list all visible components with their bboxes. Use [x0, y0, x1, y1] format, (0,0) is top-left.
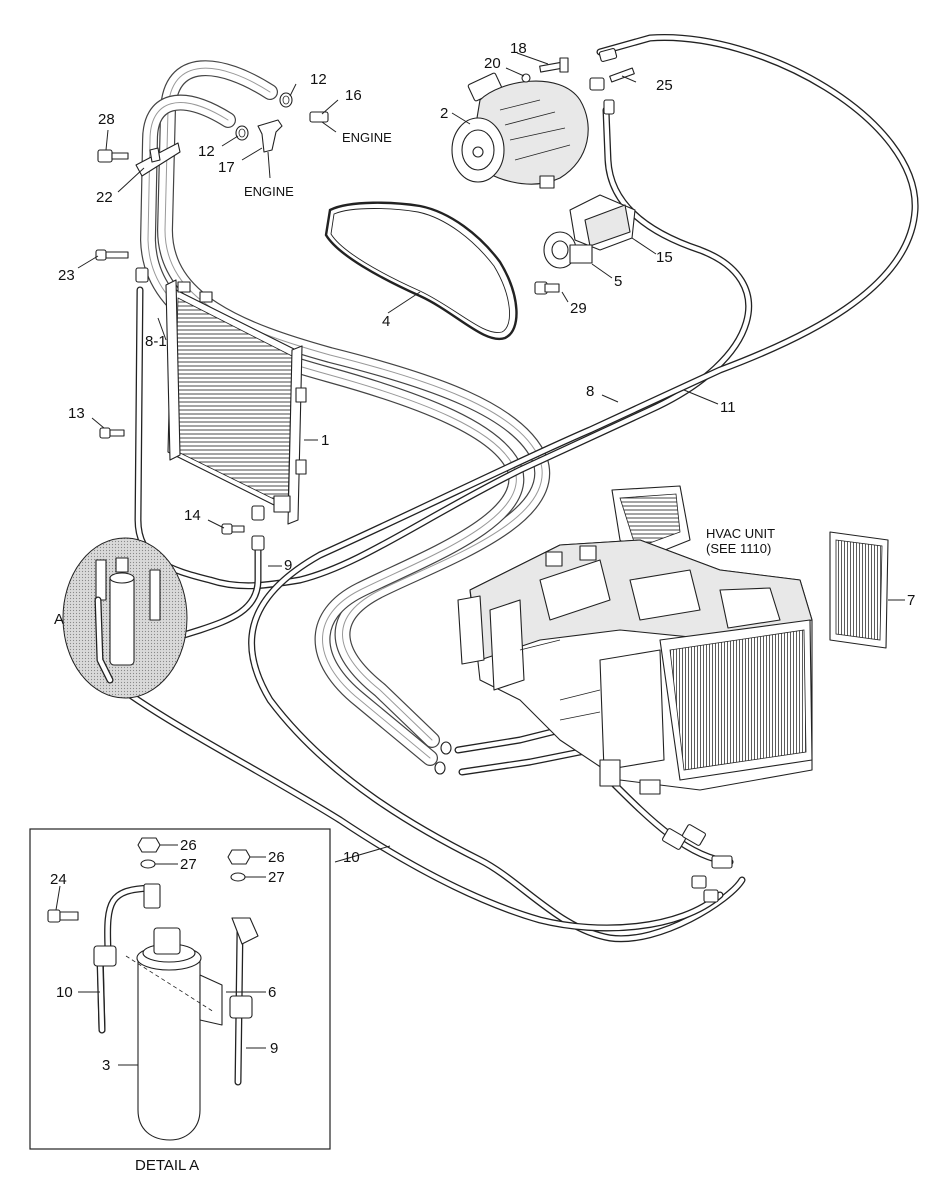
fasteners — [95, 57, 635, 775]
callout-7: 7 — [907, 592, 915, 609]
line-fittings — [135, 47, 733, 903]
bracket — [135, 142, 181, 177]
hvac-unit — [457, 485, 813, 795]
detail-a-callouts: 26 27 26 27 24 10 6 9 3 — [50, 837, 285, 1074]
callouts: 18 20 25 2 12 16 ENGINE 12 17 ENGINE 28 … — [58, 40, 915, 866]
callout-9: 9 — [284, 557, 292, 574]
tensioner-assembly — [543, 194, 636, 269]
callout-25: 25 — [656, 77, 673, 94]
drive-belt — [324, 201, 518, 341]
detail-callout-24: 24 — [50, 871, 67, 888]
callout-22: 22 — [96, 189, 113, 206]
pipe-9 — [164, 536, 262, 644]
compressor — [451, 72, 589, 189]
detail-callout-6: 6 — [268, 984, 276, 1001]
callout-29: 29 — [570, 300, 587, 317]
callout-16: 16 — [345, 87, 362, 104]
hvac-unit-label-line2: (SEE 1110) — [706, 541, 771, 556]
callout-18: 18 — [510, 40, 527, 57]
hvac-unit-label-line1: HVAC UNIT — [706, 526, 775, 541]
detail-marker: A — [54, 611, 64, 628]
callout-11: 11 — [720, 399, 736, 416]
callout-8: 8 — [586, 383, 594, 400]
detail-callout-9: 9 — [270, 1040, 278, 1057]
callout-2: 2 — [440, 105, 448, 122]
callout-10: 10 — [343, 849, 360, 866]
callout-13: 13 — [68, 405, 85, 422]
detail-callout-26-right: 26 — [268, 849, 285, 866]
pipe-8 — [134, 106, 753, 590]
detail-a-bubble — [62, 537, 188, 699]
callout-8-1: 8-1 — [145, 333, 167, 350]
detail-callout-26-left: 26 — [180, 837, 197, 854]
callout-14: 14 — [184, 507, 201, 524]
callout-23: 23 — [58, 267, 75, 284]
pipe-11 — [248, 34, 919, 943]
pipe-10 — [106, 676, 724, 932]
callout-12-upper: 12 — [310, 71, 327, 88]
engine-label-2: ENGINE — [244, 184, 294, 199]
callout-5: 5 — [614, 273, 622, 290]
detail-callout-3: 3 — [102, 1057, 110, 1074]
callout-4: 4 — [382, 313, 390, 330]
detail-a-box — [29, 828, 331, 1150]
detail-a-title: DETAIL A — [135, 1157, 199, 1174]
callout-28: 28 — [98, 111, 115, 128]
callout-1: 1 — [321, 432, 329, 449]
detail-callout-27-right: 27 — [268, 869, 285, 886]
callout-12-lower: 12 — [198, 143, 215, 160]
callout-17: 17 — [218, 159, 235, 176]
callout-20: 20 — [484, 55, 501, 72]
cabin-filter — [829, 531, 889, 649]
hose-bundle — [140, 60, 551, 766]
callout-15: 15 — [656, 249, 673, 266]
detail-callout-10: 10 — [56, 984, 73, 1001]
condenser — [165, 279, 307, 525]
engine-label-1: ENGINE — [342, 130, 392, 145]
detail-callout-27-left: 27 — [180, 856, 197, 873]
